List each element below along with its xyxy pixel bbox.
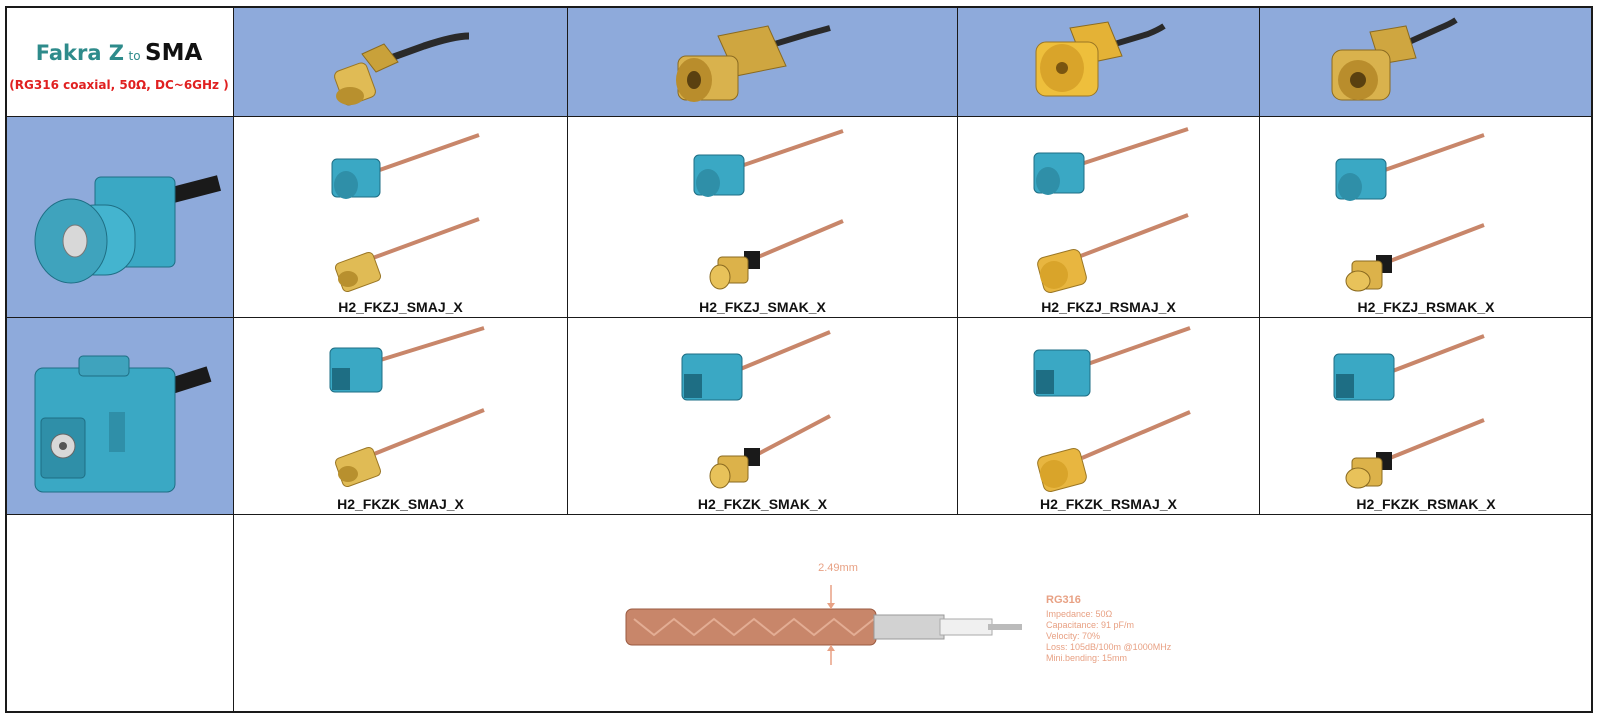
rp-sma-male-cable-icon	[1037, 213, 1189, 294]
rp-sma-male-connector-icon	[1035, 21, 1166, 97]
title-cell: Fakra Z to SMA (RG316 coaxial, 50Ω, DC~6…	[5, 6, 234, 117]
fakra-female-cable-icon	[329, 326, 485, 393]
product-cell: H2_FKZJ_RSMAK_X	[1260, 117, 1593, 318]
fakra-female-cable-icon	[1333, 334, 1485, 401]
sma-male-connector-icon	[334, 32, 470, 106]
part-number-label: H2_FKZJ_RSMAJ_X	[1041, 299, 1176, 315]
part-number-label: H2_FKZJ_RSMAK_X	[1357, 299, 1495, 315]
rp-sma-female-bulkhead-icon	[1331, 17, 1458, 101]
cable-spec-capacitance: Capacitance: 91 pF/m	[1046, 620, 1134, 630]
cable-spec-loss: Loss: 105dB/100m @1000MHz	[1046, 642, 1172, 652]
rg316-cable-diagram: 2.49mm RG316 Impedance: 50Ω Capacitance:…	[625, 562, 1172, 665]
cable-spec-impedance: Impedance: 50Ω	[1046, 609, 1113, 619]
rp-sma-female-cable-icon	[1345, 223, 1485, 292]
product-cell: H2_FKZK_SMAK_X	[568, 318, 958, 515]
header-rp-sma-female	[1260, 6, 1593, 117]
product-cell: H2_FKZJ_SMAJ_X	[234, 117, 568, 318]
table-title: Fakra Z to SMA	[5, 40, 233, 66]
title-sma: SMA	[145, 40, 203, 66]
sma-male-cable-icon	[334, 217, 480, 293]
product-cell: H2_FKZJ_SMAK_X	[568, 117, 958, 318]
fakra-female-cable-icon	[1033, 326, 1191, 397]
title-to: to	[128, 49, 141, 63]
fakra-male-cable-icon	[693, 129, 844, 197]
sma-female-bulkhead-icon	[676, 25, 831, 102]
fakra-female-cable-icon	[681, 330, 831, 401]
cable-diameter-label: 2.49mm	[818, 562, 858, 574]
header-sma-female	[568, 6, 958, 117]
product-cell: H2_FKZK_RSMAK_X	[1260, 318, 1593, 515]
header-rp-sma-male	[958, 6, 1260, 117]
fakra-male-cable-icon	[1033, 127, 1189, 195]
sma-male-cable-icon	[334, 408, 485, 488]
part-number-label: H2_FKZK_SMAJ_X	[337, 496, 464, 512]
fakra-female-connector-icon	[34, 355, 212, 493]
part-number-label: H2_FKZJ_SMAK_X	[699, 299, 826, 315]
cable-detail-cell: 2.49mm RG316 Impedance: 50Ω Capacitance:…	[234, 515, 1593, 713]
fakra-male-cable-icon	[331, 133, 480, 199]
rp-sma-female-cable-icon	[1345, 418, 1485, 489]
part-number-label: H2_FKZK_RSMAK_X	[1356, 496, 1496, 512]
header-sma-male	[234, 6, 568, 117]
product-cell: H2_FKZK_RSMAJ_X	[958, 318, 1260, 515]
empty-cell	[5, 515, 234, 713]
connector-table: Fakra Z to SMA (RG316 coaxial, 50Ω, DC~6…	[5, 6, 1593, 713]
cable-spec-bending: Mini.bending: 15mm	[1046, 653, 1127, 663]
part-number-label: H2_FKZJ_SMAJ_X	[338, 299, 463, 315]
part-number-label: H2_FKZK_RSMAJ_X	[1040, 496, 1177, 512]
cable-name: RG316	[1046, 594, 1081, 606]
part-number-label: H2_FKZK_SMAK_X	[697, 496, 828, 512]
title-fakra: Fakra Z	[35, 41, 125, 65]
product-cell: H2_FKZJ_RSMAJ_X	[958, 117, 1260, 318]
table-subtitle: (RG316 coaxial, 50Ω, DC~6GHz )	[9, 78, 229, 92]
sma-female-cable-icon	[709, 219, 844, 290]
fakra-male-connector-icon	[34, 175, 222, 284]
product-cell: H2_FKZK_SMAJ_X	[234, 318, 568, 515]
row-fakra-female-header	[5, 318, 234, 515]
rp-sma-male-cable-icon	[1037, 410, 1191, 493]
row-fakra-male-header	[5, 117, 234, 318]
cable-spec-velocity: Velocity: 70%	[1046, 631, 1100, 641]
sma-female-cable-icon	[709, 414, 831, 489]
fakra-male-cable-icon	[1335, 133, 1485, 201]
